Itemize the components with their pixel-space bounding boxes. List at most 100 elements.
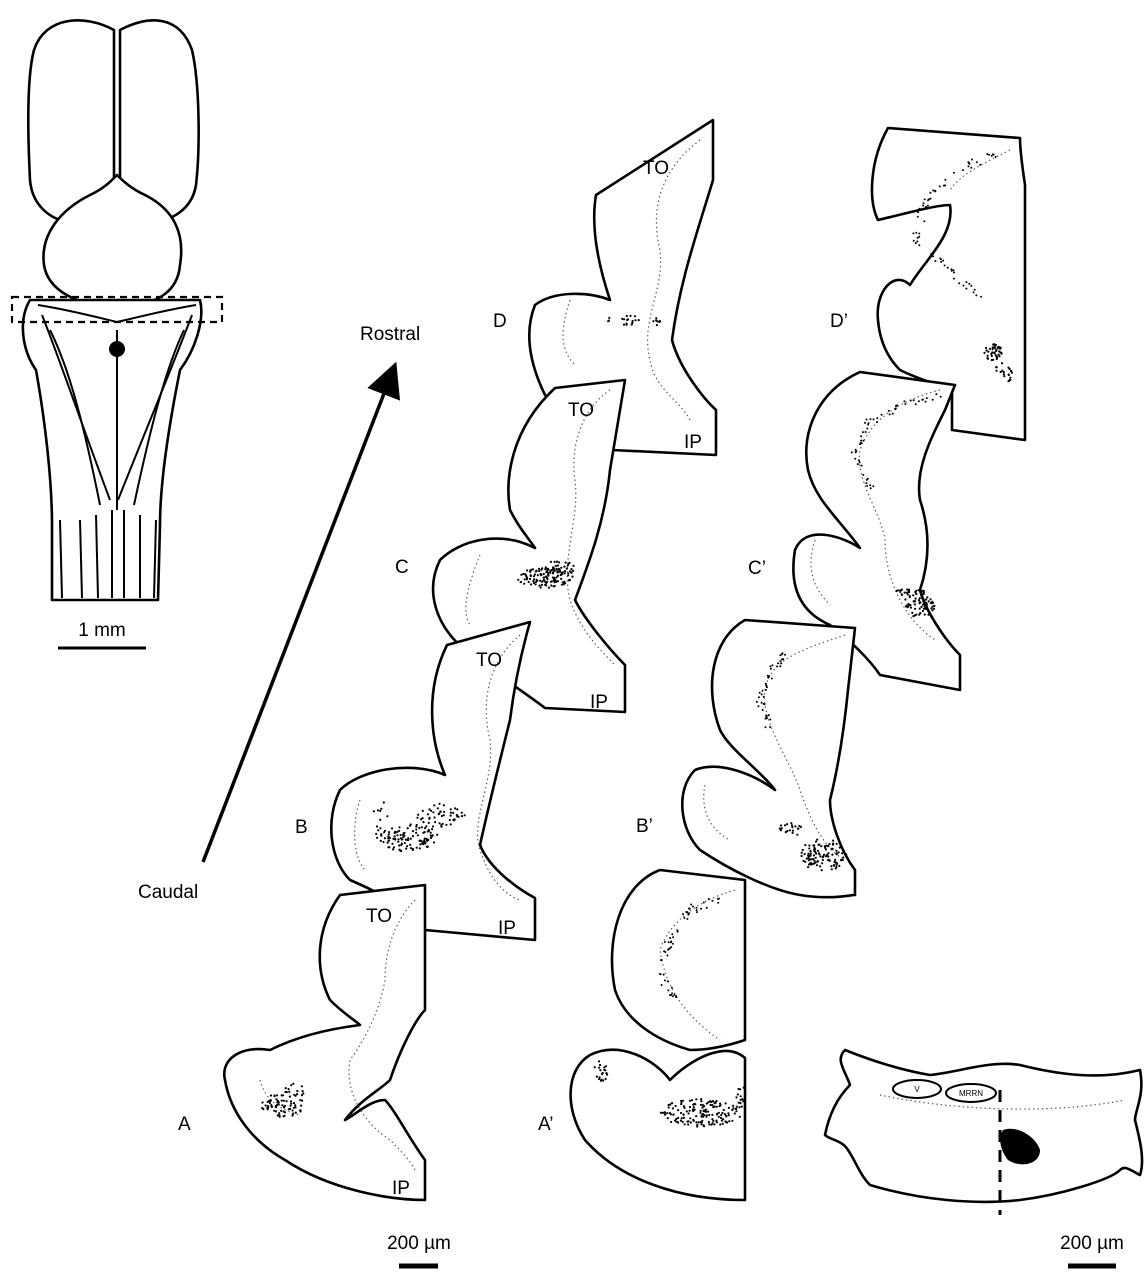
cell-dot [817,850,819,852]
cell-dot [526,577,528,579]
cell-dot [427,813,429,815]
cell-dot [571,576,573,578]
cell-dot [681,1117,683,1119]
cell-dot [896,590,898,592]
cell-dot [688,1112,690,1114]
cell-dot [664,1111,666,1113]
cell-dot [779,665,781,667]
scale-label-1mm: 1 mm [78,620,126,641]
cell-dot [290,1100,292,1102]
cell-dot [711,1114,713,1116]
section-A-prime: A’ [538,870,745,1200]
cell-dot [845,853,847,855]
cell-dot [864,422,866,424]
cell-dot [784,654,786,656]
rostral-label: Rostral [360,324,420,345]
cell-dot [561,584,563,586]
cell-dot [695,1121,697,1123]
cell-dot [600,1080,602,1082]
cell-dot [690,1121,692,1123]
cell-dot [538,585,540,587]
cell-dot [545,582,547,584]
cell-dot [811,863,813,865]
cell-dot [552,568,554,570]
cell-dot [683,917,685,919]
cell-dot [907,603,909,605]
cell-dot [958,282,960,284]
scale-bar-sections: 200 µm [387,1233,451,1266]
cell-dot [652,320,654,322]
cell-dot [726,1121,728,1123]
cell-dot [712,1100,714,1102]
cell-dot [546,578,548,580]
cell-dot [541,584,543,586]
cell-dot [975,294,977,296]
label-TO-D: TO [643,158,669,179]
cell-dot [995,349,997,351]
cell-dot [913,600,915,602]
cell-dot [695,1098,697,1100]
cell-dot [524,573,526,575]
cell-dot [866,485,868,487]
cell-dot [631,322,633,324]
cell-dot [419,840,421,842]
cell-dot [923,202,925,204]
cell-dot [283,1115,285,1117]
cell-dot [720,1114,722,1116]
cell-dot [687,1123,689,1125]
cell-dot [919,601,921,603]
cell-dot [814,848,816,850]
cell-dot [988,154,990,156]
cell-dot [700,1110,702,1112]
cell-dot [629,315,631,317]
cell-dot [987,351,989,353]
cell-dot [379,819,381,821]
cell-dot [660,1112,662,1114]
cell-dot [910,607,912,609]
cell-dot [986,357,988,359]
cell-dot [721,1112,723,1114]
cell-dot [870,487,872,489]
cell-dot [925,602,927,604]
cell-dot [672,1114,674,1116]
cell-dot [815,853,817,855]
cell-dot [299,1099,301,1101]
cell-dot [422,842,424,844]
cell-dot [915,598,917,600]
cell-dot [862,474,864,476]
cell-dot [790,822,792,824]
cell-dot [1007,380,1009,382]
label-IP-D: IP [684,432,702,453]
cell-dot [989,348,991,350]
cell-dot [926,596,928,598]
cell-dot [934,260,936,262]
cell-dot [761,693,763,695]
cell-dot [686,1110,688,1112]
cell-dot [711,1118,713,1120]
cell-dot [756,701,758,703]
cell-dot [543,577,545,579]
cell-dot [986,153,988,155]
cell-dot [926,397,928,399]
cell-dot [820,845,822,847]
cell-dot [724,1113,726,1115]
cell-dot [968,283,970,285]
cell-dot [700,1098,702,1100]
cell-dot [784,824,786,826]
cell-dot [930,607,932,609]
cell-dot [939,185,941,187]
cell-dot [762,690,764,692]
cell-dot [822,859,824,861]
cell-dot [594,1066,596,1068]
cell-dot [445,824,447,826]
cell-dot [428,822,430,824]
cell-dot [931,609,933,611]
cell-dot [816,864,818,866]
cell-dot [430,837,432,839]
cell-dot [921,399,923,401]
cell-dot [537,574,539,576]
cell-dot [398,826,400,828]
cell-dot [404,842,406,844]
cell-dot [672,936,674,938]
cell-dot [405,839,407,841]
